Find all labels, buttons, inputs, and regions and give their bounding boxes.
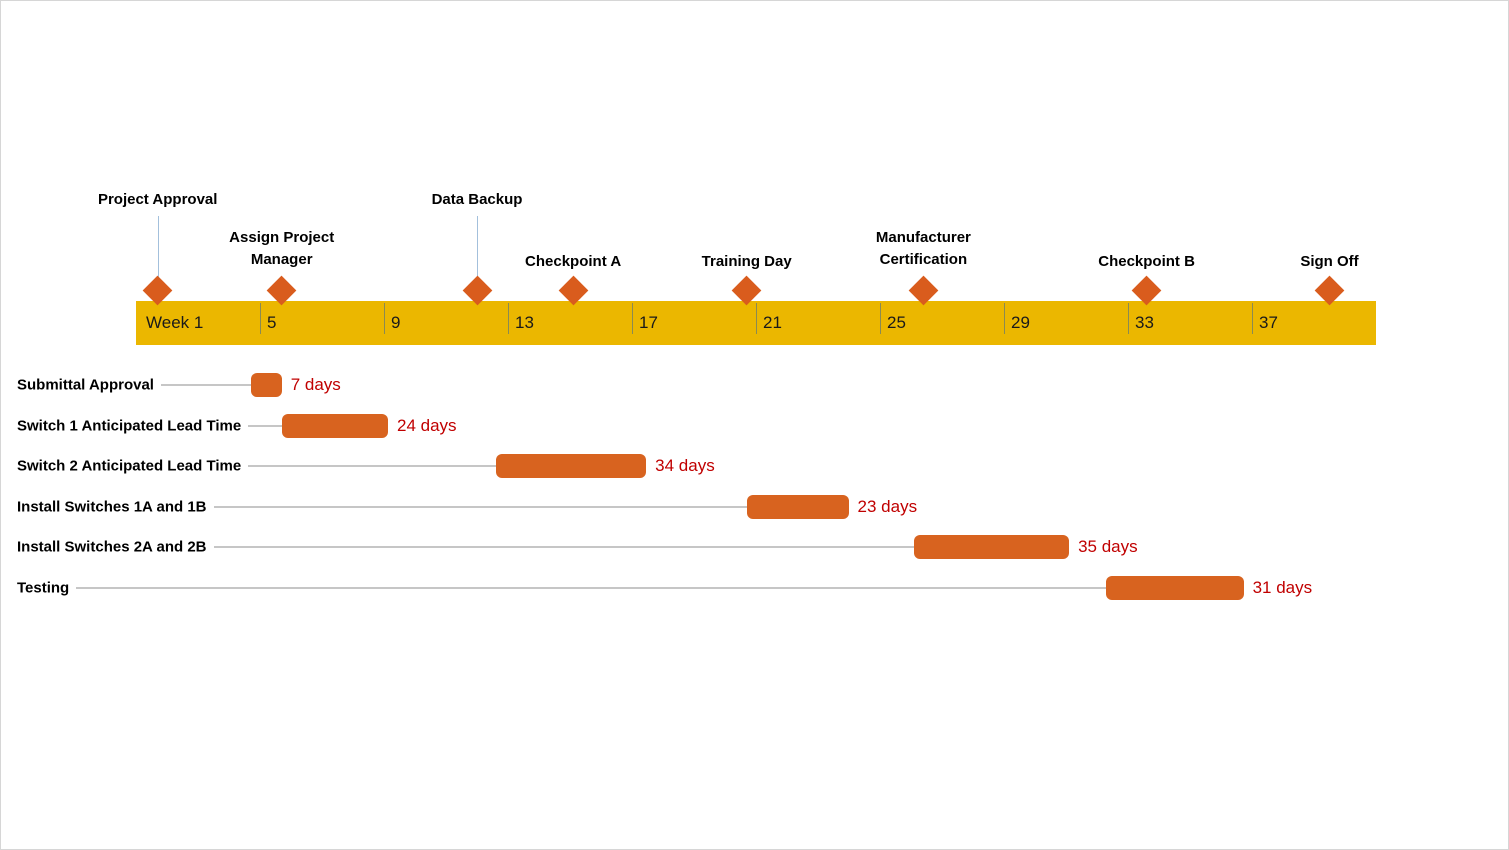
task-bar [281, 413, 388, 438]
week-tick-label: 5 [267, 313, 277, 332]
task-duration-label: 23 days [857, 496, 918, 516]
milestone-label: Sign Off [1300, 253, 1359, 270]
week-tick [1252, 303, 1253, 334]
task-duration-label: 7 days [290, 375, 341, 394]
task-bar [746, 494, 849, 519]
milestone-label: Project Approval [97, 191, 218, 208]
week-tick [1004, 303, 1005, 334]
week-tick [632, 303, 633, 334]
week-tick-label: 29 [1011, 313, 1030, 332]
task-duration-label: 24 days [396, 415, 457, 435]
task-duration-label: 35 days [1078, 537, 1138, 556]
task-bar [914, 535, 1070, 559]
week-tick [508, 303, 509, 334]
task-connector-line [17, 546, 915, 548]
task-connector-line [17, 465, 496, 467]
task-label: Install Switches 2A and 2B [17, 538, 214, 556]
task-bar [1106, 575, 1244, 600]
task-duration-label: 34 days [655, 456, 715, 475]
week-tick [260, 303, 261, 334]
week-tick-label: 33 [1135, 313, 1154, 332]
task-duration-label: 31 days [1252, 577, 1313, 597]
task-connector-line [17, 505, 747, 508]
week-tick [880, 303, 881, 334]
week-tick-label: 25 [887, 313, 906, 332]
task-bar [250, 373, 282, 397]
week-tick-label: 13 [515, 313, 534, 332]
task-bar [495, 454, 647, 478]
week-tick-label: Week 1 [146, 313, 204, 332]
week-tick-label: 37 [1259, 313, 1278, 332]
task-label: Install Switches 1A and 1B [17, 498, 214, 515]
week-tick [1128, 303, 1129, 334]
milestone-label: Manufacturer Certification [875, 229, 971, 268]
milestone-label: Assign Project Manager [229, 229, 335, 268]
week-tick-label: 21 [763, 313, 782, 332]
milestone-leader-line [157, 216, 159, 278]
milestone-leader-line [477, 216, 478, 278]
task-label: Submittal Approval [17, 376, 161, 394]
task-connector-line [17, 586, 1107, 589]
milestone-label: Data Backup [431, 191, 523, 208]
week-tick-label: 9 [391, 313, 401, 332]
week-tick [384, 303, 385, 334]
timeline-axis-bar: Week 1 5 9 13 17 21 25 29 33 37 [136, 301, 1376, 345]
task-label: Switch 2 Anticipated Lead Time [17, 457, 249, 475]
milestone-label: Checkpoint B [1098, 253, 1195, 270]
week-tick-label: 17 [639, 313, 658, 332]
week-tick [756, 303, 757, 334]
task-label: Testing [17, 579, 77, 596]
milestone-label: Checkpoint A [525, 253, 622, 270]
milestone-label: Training Day [701, 253, 792, 270]
task-label: Switch 1 Anticipated Lead Time [17, 417, 249, 434]
